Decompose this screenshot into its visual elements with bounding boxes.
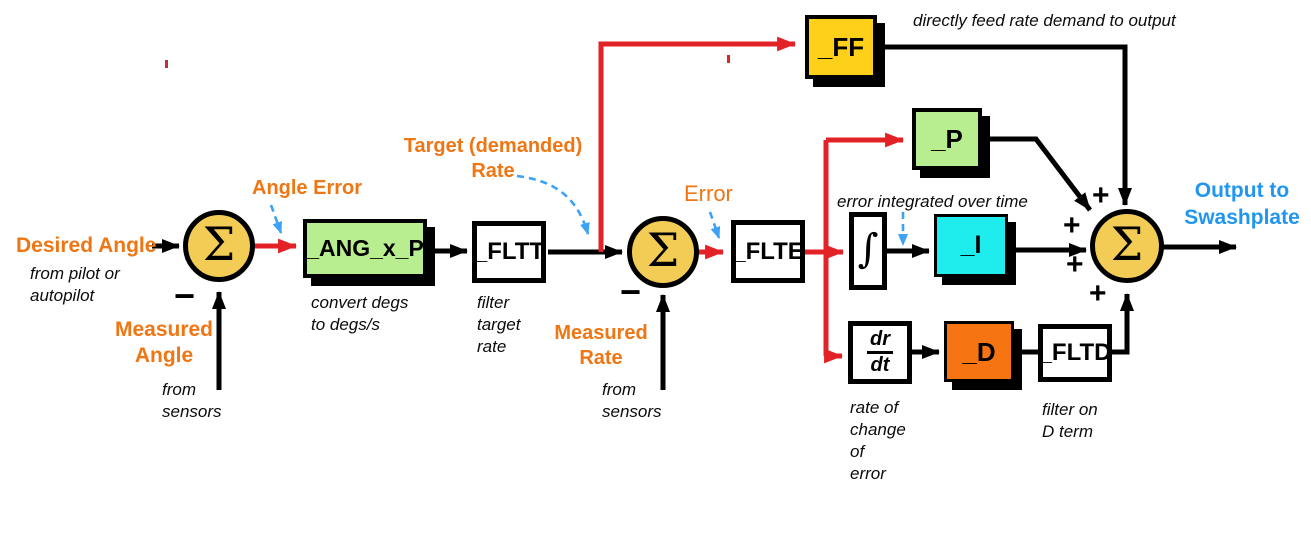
block-fltd: _FLTD	[1038, 324, 1112, 382]
block-ff-label: _FF	[817, 32, 865, 62]
note-convert-degs: convert degs to degs/s	[311, 293, 409, 335]
note-filter-target-rate: filter target rate	[477, 293, 521, 357]
black-connectors	[152, 44, 1237, 390]
note-filter-d-term: filter on D term	[1042, 400, 1098, 442]
label-output-swashplate: Output to Swashplate	[1184, 179, 1300, 230]
integral-icon: ∫	[857, 226, 879, 272]
note-from-pilot: from pilot or autopilot	[30, 264, 120, 306]
block-integrator: ∫	[849, 212, 887, 290]
label-desired-angle: Desired Angle	[16, 234, 157, 257]
plus-sign-top: +	[1092, 179, 1110, 212]
plus-sign-bottom: +	[1089, 277, 1107, 310]
block-d-label: _D	[962, 336, 996, 367]
block-fltd-label: _FLTD	[1038, 339, 1112, 366]
derivative-icon: dr dt	[867, 328, 893, 377]
block-i: _I	[934, 214, 1008, 277]
stray-mark-top	[727, 55, 730, 63]
sum-junction-output: Σ	[1090, 209, 1164, 283]
pointer-rate-error	[708, 211, 721, 239]
block-ang-x-p-label: _ANG_x_P	[306, 235, 424, 261]
red-connectors	[254, 36, 905, 364]
note-from-sensors-rate: from sensors	[602, 380, 662, 422]
note-rate-of-change: rate of change of error	[850, 398, 906, 484]
ddt-denominator: dt	[870, 354, 890, 376]
note-error-integrated: error integrated over time	[837, 192, 1028, 211]
plus-sign-lower-left: +	[1066, 248, 1084, 281]
sum-junction-rate: Σ	[627, 216, 699, 288]
label-rate-error: Error	[684, 181, 733, 206]
block-fltt-label: _FLTT	[473, 238, 545, 265]
sum-junction-angle: Σ	[183, 210, 255, 282]
sigma-symbol: Σ	[1110, 216, 1144, 271]
minus-sign-rate: −	[620, 271, 642, 312]
block-flte: _FLTE	[731, 220, 805, 283]
block-d: _D	[944, 321, 1014, 382]
block-i-label: _I	[960, 231, 982, 259]
plus-sign-upper-left: +	[1063, 209, 1081, 242]
wire-target-rate-to-ff	[598, 36, 797, 252]
ddt-numerator: dr	[867, 328, 893, 354]
stray-mark-left	[165, 60, 168, 68]
block-ang-x-p: _ANG_x_P	[303, 219, 427, 278]
note-from-sensors-angle: from sensors	[162, 380, 222, 422]
block-fltt: _FLTT	[472, 221, 546, 283]
note-ff-feed: directly feed rate demand to output	[913, 11, 1176, 30]
label-measured-angle: Measured Angle	[114, 318, 214, 368]
block-p: _P	[912, 108, 982, 170]
minus-sign-angle: −	[174, 275, 196, 316]
pointer-angle-error	[269, 204, 283, 234]
block-ddt: dr dt	[848, 321, 912, 384]
block-flte-label: _FLTE	[732, 237, 804, 265]
wire-p-to-sum3	[982, 136, 1092, 212]
sigma-symbol: Σ	[646, 222, 680, 277]
block-ff: _FF	[805, 15, 877, 79]
blue-annotation-arrows	[269, 174, 908, 246]
label-target-rate: Target (demanded) Rate	[403, 135, 583, 182]
label-angle-error: Angle Error	[252, 177, 363, 199]
wire-fltd-to-sum3	[1110, 293, 1134, 355]
sigma-symbol: Σ	[202, 216, 236, 271]
wire-ff-to-sum3	[877, 44, 1132, 206]
label-measured-rate: Measured Rate	[554, 322, 648, 369]
pointer-target-rate	[516, 174, 590, 235]
block-p-label: _P	[931, 124, 963, 154]
